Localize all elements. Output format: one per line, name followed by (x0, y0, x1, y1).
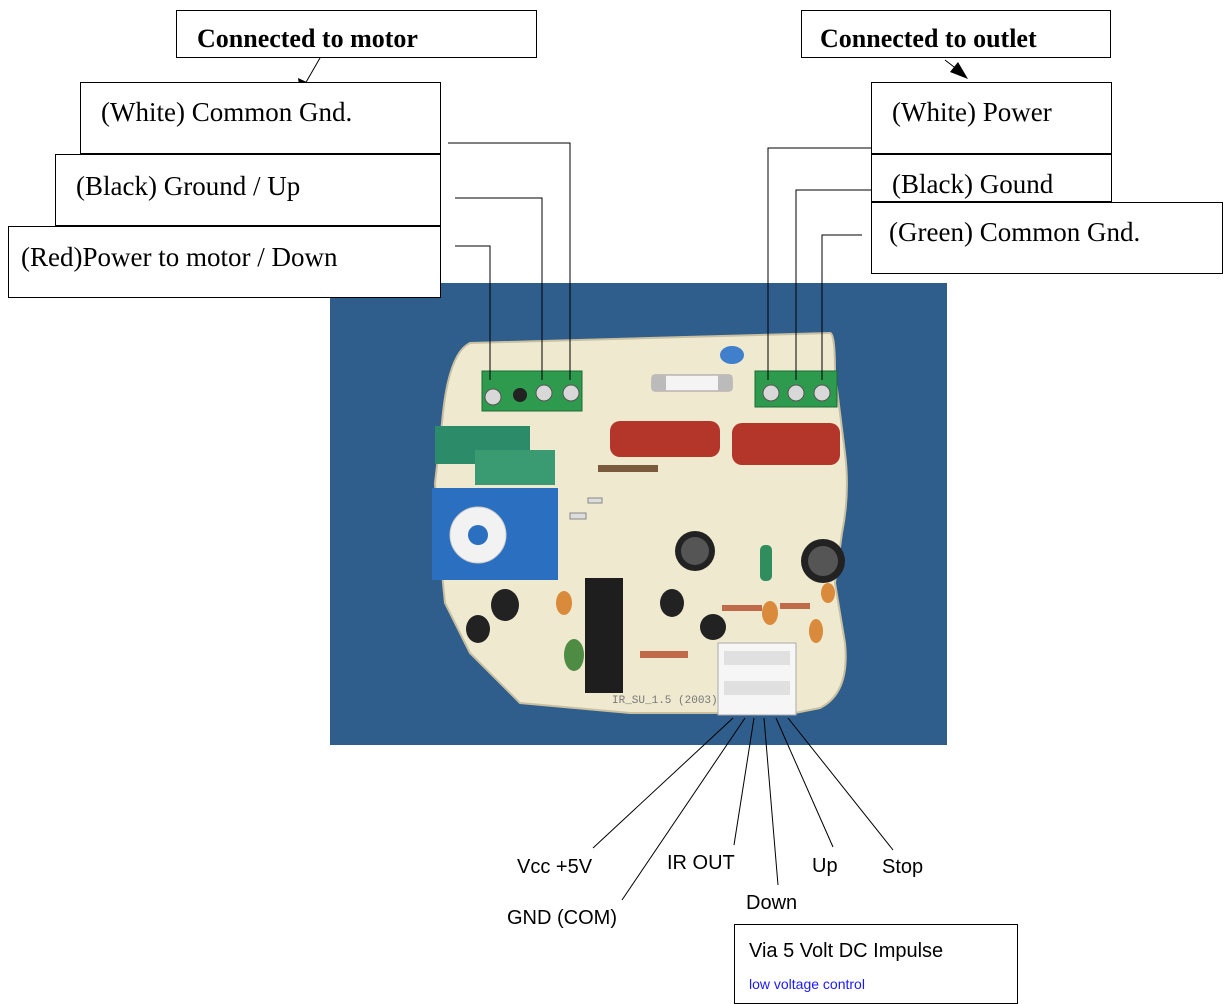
motor-arrow (304, 57, 321, 85)
ic-chip (585, 578, 623, 693)
motor-terminal-block (481, 370, 583, 412)
fuse (651, 374, 733, 392)
control-connector (717, 642, 797, 716)
outlet-white-wire-label: (White) Power (892, 97, 1052, 127)
leader-vcc (592, 717, 734, 849)
leader-stop (787, 717, 894, 851)
outlet-white-wire-box: (White) Power (871, 82, 1112, 154)
outlet-black-wire-label: (Black) Gound (892, 169, 1054, 199)
outlet-black-wire-box: (Black) Gound (871, 154, 1112, 202)
motor-white-wire-box: (White) Common Gnd. (80, 82, 441, 154)
red-capacitor-right (732, 423, 840, 465)
outlet-header-box: Connected to outlet (801, 10, 1111, 58)
leader-black-outlet (795, 189, 872, 380)
pcb-drawing: IR_SU_1.5 (2003) (432, 331, 848, 716)
control-info-box: Via 5 Volt DC Impulse low voltage contro… (734, 924, 1018, 1004)
motor-black-wire-label: (Black) Ground / Up (76, 171, 301, 201)
leader-red-motor (455, 245, 491, 380)
pin-label-up: Up (812, 855, 838, 877)
pin-label-vcc: Vcc +5V (517, 856, 593, 878)
outlet-green-wire-box: (Green) Common Gnd. (871, 202, 1223, 274)
pin-label-stop: Stop (882, 856, 924, 878)
pin-label-gnd: GND (COM) (507, 907, 617, 929)
outlet-green-wire-label: (Green) Common Gnd. (889, 217, 1141, 247)
leader-gnd (621, 717, 746, 901)
red-capacitor-left (610, 421, 720, 457)
leader-white-motor (448, 142, 571, 380)
outlet-header: Connected to outlet (820, 24, 1037, 53)
control-info-subtitle[interactable]: low voltage control (749, 976, 865, 992)
blue-capacitor (720, 346, 744, 364)
motor-red-wire-label: (Red)Power to motor / Down (21, 242, 338, 272)
board-marking: IR_SU_1.5 (2003) (612, 695, 718, 707)
leader-ir-out (733, 717, 755, 846)
motor-header-box: Connected to motor (176, 10, 537, 58)
leader-black-motor (455, 197, 543, 380)
dip-switch (432, 488, 558, 580)
leader-white-outlet (767, 147, 872, 380)
motor-header: Connected to motor (197, 24, 418, 53)
pin-label-ir-out: IR OUT (667, 852, 735, 874)
motor-red-wire-box: (Red)Power to motor / Down (8, 226, 441, 298)
leader-down (763, 717, 779, 886)
outlet-arrowhead (950, 62, 968, 79)
electrolytic-capacitor (700, 614, 726, 640)
leader-up (775, 717, 834, 848)
pcb-photo: IR_SU_1.5 (2003) (330, 283, 947, 745)
relay-bottom (475, 450, 555, 485)
leader-green-outlet (821, 234, 862, 380)
pin-label-down: Down (746, 892, 798, 914)
motor-white-wire-label: (White) Common Gnd. (101, 97, 353, 127)
control-info-title: Via 5 Volt DC Impulse (749, 940, 944, 962)
motor-black-wire-box: (Black) Ground / Up (55, 154, 441, 226)
